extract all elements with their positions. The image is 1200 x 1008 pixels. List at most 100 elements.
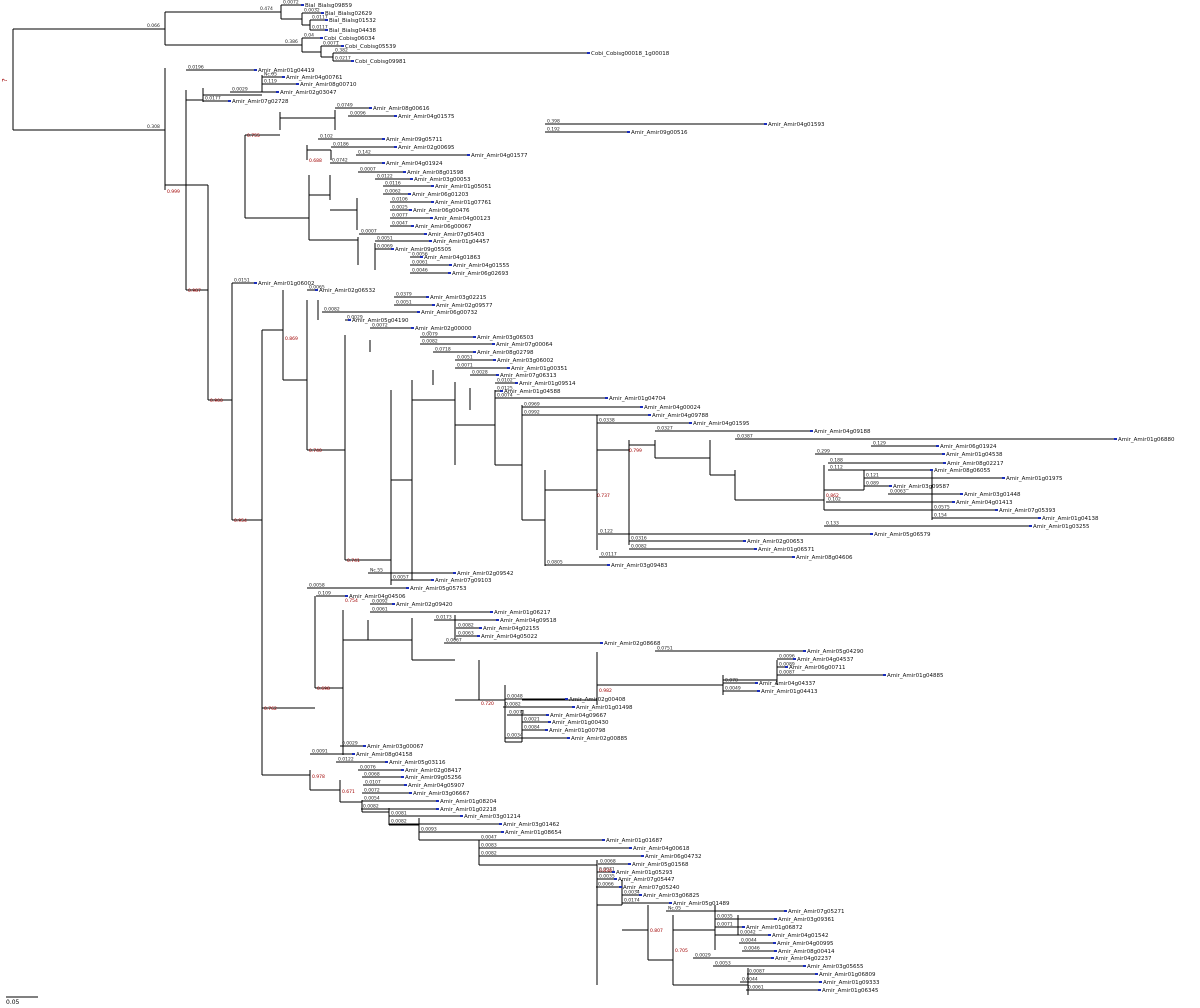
branch-length-label: 0.0122: [377, 174, 393, 180]
leaf-label: Amir_Amir06g01924: [940, 444, 997, 450]
leaf-label: Amir_Amir05g01489: [673, 901, 730, 907]
branch-length-label: 0.0025: [392, 205, 408, 211]
leaf-label: Amir_Amir05g03116: [389, 760, 446, 766]
tip-marker: [764, 123, 767, 125]
tip-marker: [648, 414, 651, 416]
leaf-label: Bial_Bialsg09859: [305, 3, 353, 9]
branch-length-label: 0.0068: [600, 859, 616, 865]
leaf-label: Cobi_Cobisg06034: [324, 36, 376, 42]
bootstrap-label: 0.862: [826, 493, 839, 499]
branch-length-label: 0.0106: [392, 197, 408, 203]
leaf-label: Amir_Amir04g01575: [398, 114, 455, 120]
branch-length-label: 0.0077: [392, 213, 408, 219]
branch-length-label: 0.0042: [740, 930, 756, 936]
branch-length-label: 0.119: [264, 79, 277, 85]
leaf-label: Amir_Amir02g08668: [604, 641, 661, 647]
leaf-label: Bial_Bialsg02629: [325, 11, 373, 17]
tip-marker: [496, 374, 499, 376]
leaf-label: Amir_Amir04g01595: [693, 421, 750, 427]
leaf-label: Amir_Amir02g00885: [571, 736, 628, 742]
bootstrap-label: 0.705: [675, 948, 688, 954]
branch-length-label: 0.0969: [524, 402, 540, 408]
branch-length-label: 0.0082: [505, 702, 521, 708]
tip-marker: [404, 784, 407, 786]
leaf-label: Amir_Amir02g09420: [396, 602, 453, 608]
leaf-label: Amir_Amir02g00000: [415, 326, 472, 332]
leaf-label: Amir_Amir01g03255: [1033, 524, 1090, 530]
tip-marker: [545, 729, 548, 731]
leaf-label: Amir_Amir02g00653: [747, 539, 804, 545]
leaf-label: Amir_Amir03g01214: [464, 814, 521, 820]
leaf-label: Amir_Amir09g00516: [631, 130, 688, 136]
tip-marker: [870, 533, 873, 535]
leaf-label: Amir_Amir04g05907: [408, 783, 465, 789]
branch-length-label: 0.0072: [364, 788, 380, 794]
branch-length-label: 0.0096: [350, 111, 366, 117]
branch-length-label: 0.133: [826, 521, 839, 527]
leaf-label: Amir_Amir06g00476: [413, 208, 470, 214]
branch-length-label: 0.0069: [377, 244, 393, 250]
leaf-label: Amir_Amir04g05022: [481, 634, 538, 640]
tip-marker: [793, 658, 796, 660]
leaf-label: Amir_Amir01g09514: [519, 381, 576, 387]
tip-marker: [426, 296, 429, 298]
branch-length-label: 0.0174: [624, 898, 640, 904]
leaf-label: Amir_Amir01g01498: [576, 705, 633, 711]
branch-length-label: 0.0107: [365, 780, 381, 786]
leaf-label: Amir_Amir04g00761: [286, 75, 343, 81]
tip-marker: [773, 942, 776, 944]
leaf-label: Amir_Amir01g05051: [435, 184, 492, 190]
tip-marker: [607, 564, 610, 566]
leaf-label: Amir_Amir02g09577: [436, 303, 493, 309]
leaf-label: Amir_Amir01g04588: [504, 389, 561, 395]
tip-marker: [619, 886, 622, 888]
leaf-label: Amir_Amir01g04413: [761, 689, 818, 695]
leaf-label: Amir_Amir01g04138: [1042, 516, 1099, 522]
leaf-label: Amir_Amir04g01413: [956, 500, 1013, 506]
leaf-label: Amir_Amir01g09333: [823, 980, 880, 986]
tip-marker: [1114, 438, 1117, 440]
tip-marker: [417, 311, 420, 313]
leaf-label: Amir_Amir08g01598: [407, 170, 464, 176]
branch-length-label: 0.0007: [361, 229, 377, 235]
leaf-label: Amir_Amir01g01687: [606, 838, 663, 844]
branch-length-label: 0.0032: [304, 8, 320, 14]
scale-bar: 0.05: [6, 996, 38, 1006]
branch-length-label: 0.0327: [657, 426, 673, 432]
branch-length-label: 0.0051: [457, 355, 473, 361]
branch-length-label: 0.0046: [412, 268, 428, 274]
leaf-label: Cobi_Cobisg09981: [355, 59, 406, 65]
tip-marker: [1002, 477, 1005, 479]
bootstrap-label: 0.900: [210, 398, 223, 404]
bootstrap-label: 0.740: [309, 448, 322, 454]
branch-length-label: 0.0047: [481, 835, 497, 841]
tip-marker: [431, 201, 434, 203]
branch-length-label: 0.0117: [312, 25, 328, 31]
bootstrap-label: 0.755: [247, 133, 260, 139]
branch-length-label: 0.474: [260, 6, 273, 12]
leaf-label: Amir_Amir06g00711: [789, 665, 846, 671]
tip-marker: [391, 248, 394, 250]
tip-marker: [689, 422, 692, 424]
leaf-label: Amir_Amir02g00695: [398, 145, 455, 151]
branch-length-label: 0.0058: [309, 583, 325, 589]
branch-length-label: 0.0067: [446, 638, 462, 644]
bootstrap-label: 0.869: [285, 336, 298, 342]
tip-marker: [567, 737, 570, 739]
tip-marker: [774, 918, 777, 920]
tip-marker: [406, 587, 409, 589]
tip-marker: [496, 619, 499, 621]
tip-marker: [628, 863, 631, 865]
tip-marker: [640, 406, 643, 408]
branch-length-label: 0.0082: [324, 307, 340, 313]
tip-marker: [771, 957, 774, 959]
branch-length-label: 0.0805: [547, 560, 563, 566]
leaf-label: Amir_Amir07g05403: [428, 232, 485, 238]
branch-length-label: 0.0096: [779, 654, 795, 660]
tip-marker: [1029, 525, 1032, 527]
leaf-label: Amir_Amir04g00618: [633, 846, 690, 852]
leaf-label: Amir_Amir04g01863: [424, 255, 481, 261]
tip-marker: [754, 548, 757, 550]
leaf-label: Amir_Amir03g01462: [503, 822, 560, 828]
branch-length-label: 0.0072: [372, 323, 388, 329]
